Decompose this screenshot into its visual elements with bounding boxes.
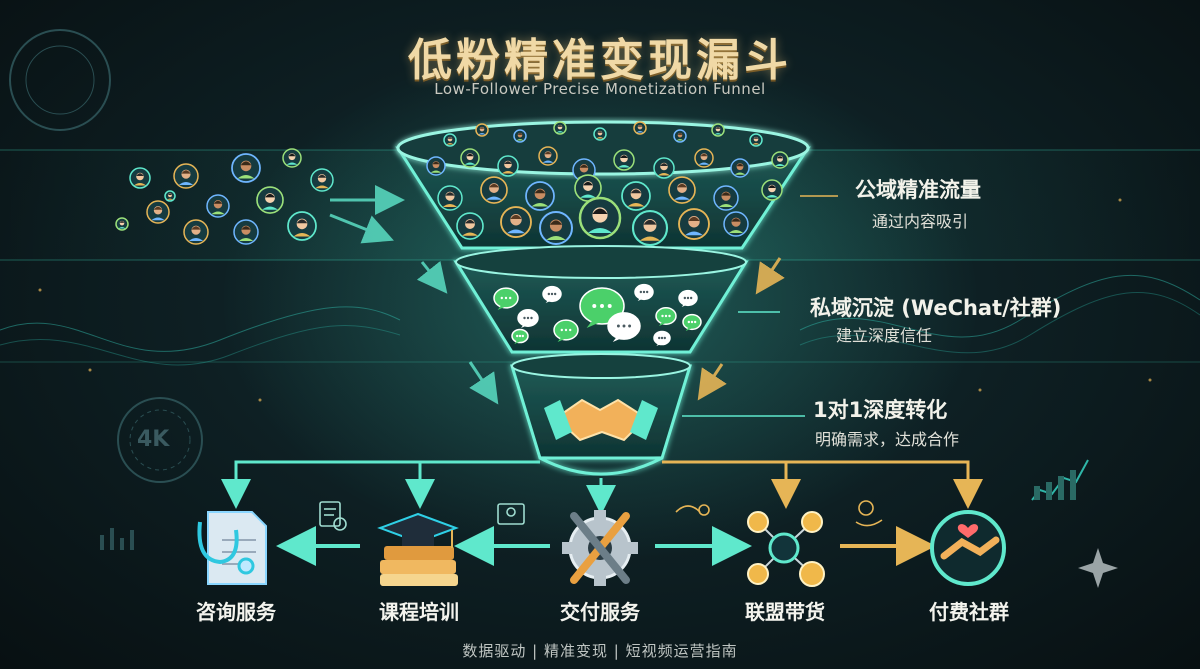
avatar-icon [713,185,739,211]
avatar-icon [206,194,230,218]
stage-3-subtitle: 明确需求，达成合作 [815,430,960,449]
avatar-icon [711,123,725,137]
avatar-icon [426,156,446,176]
stage-2-subtitle: 建立深度信任 [836,326,933,345]
stethoscope-document-icon [197,511,267,585]
chat-bubble-icon [517,309,539,328]
avatar-icon [668,176,696,204]
avatar-icon [115,217,129,231]
avatar-icon [256,186,284,214]
chat-bubble-icon [607,312,641,342]
service-label-consulting: 咨询服务 [196,600,276,624]
chat-bubble-icon [634,283,654,301]
badge-4k: 4K [137,427,170,452]
avatar-icon [146,200,170,224]
chat-bubble-icon [553,319,579,342]
avatar-icon [475,123,489,137]
stage-3-title: 1对1深度转化 [813,398,948,422]
avatar-icon [310,168,334,192]
avatar-icon [553,121,567,135]
avatar-icon [173,163,199,189]
avatar-icon [233,219,259,245]
avatar-icon [480,176,508,204]
network-coins-icon [747,511,825,587]
chat-bubble-icon [579,287,625,328]
avatar-icon [497,155,519,177]
avatar-icon [761,179,783,201]
chat-bubble-icon [678,289,698,307]
avatar-icon [282,148,302,168]
avatar-icon [730,158,750,178]
avatar-icon [164,190,176,202]
avatar-icon [456,212,484,240]
avatar-icon [287,211,317,241]
avatar-icon [578,196,622,240]
stage-1-title: 公域精准流量 [855,178,981,202]
avatar-icon [631,209,669,247]
handshake-circle-icon [930,510,1006,586]
mini-icons [319,500,883,531]
chat-bubble-icon [682,313,702,331]
chat-bubble-icon [542,285,562,303]
avatar-icon [694,148,714,168]
avatar-icon [443,133,457,147]
avatar-icon [749,133,763,147]
footer-tagline: 数据驱动 | 精准变现 | 短视频运营指南 [462,642,738,660]
chat-bubble-icon [493,287,519,310]
service-label-delivery: 交付服务 [560,600,640,624]
avatar-icon [525,181,555,211]
avatar-icon [574,174,602,202]
page-subtitle: Low-Follower Precise Monetization Funnel [434,80,766,98]
service-label-paid-community: 付费社群 [929,600,1009,624]
graduation-books-icon [377,512,459,586]
avatar-icon [678,208,710,240]
avatar-icon [129,167,151,189]
service-label-course: 课程培训 [379,600,459,624]
avatar-icon [673,129,687,143]
chat-bubble-icon [511,328,529,344]
avatar-icon [771,151,789,169]
avatar-icon [723,211,749,237]
stage-1-subtitle: 通过内容吸引 [872,212,969,231]
avatar-icon [183,219,209,245]
stage-2-title: 私域沉淀 (WeChat/社群) [810,296,1062,320]
avatar-icon [513,129,527,143]
avatar-icon [593,127,607,141]
avatar-icon [653,157,675,179]
chat-bubble-icon [653,330,671,346]
avatar-icon [633,121,647,135]
avatar-icon [539,211,573,245]
avatar-icon [231,153,261,183]
avatar-icon [621,181,651,211]
avatar-icon [538,146,558,166]
service-label-affiliate: 联盟带货 [745,600,825,624]
avatar-icon [613,149,635,171]
handshake-icon [544,398,658,442]
avatar-icon [437,185,463,211]
chat-bubble-icon [655,307,677,326]
avatar-icon [500,206,532,238]
gear-tools-icon [562,510,638,586]
avatar-icon [460,148,480,168]
page-title: 低粉精准变现漏斗 [408,35,792,86]
